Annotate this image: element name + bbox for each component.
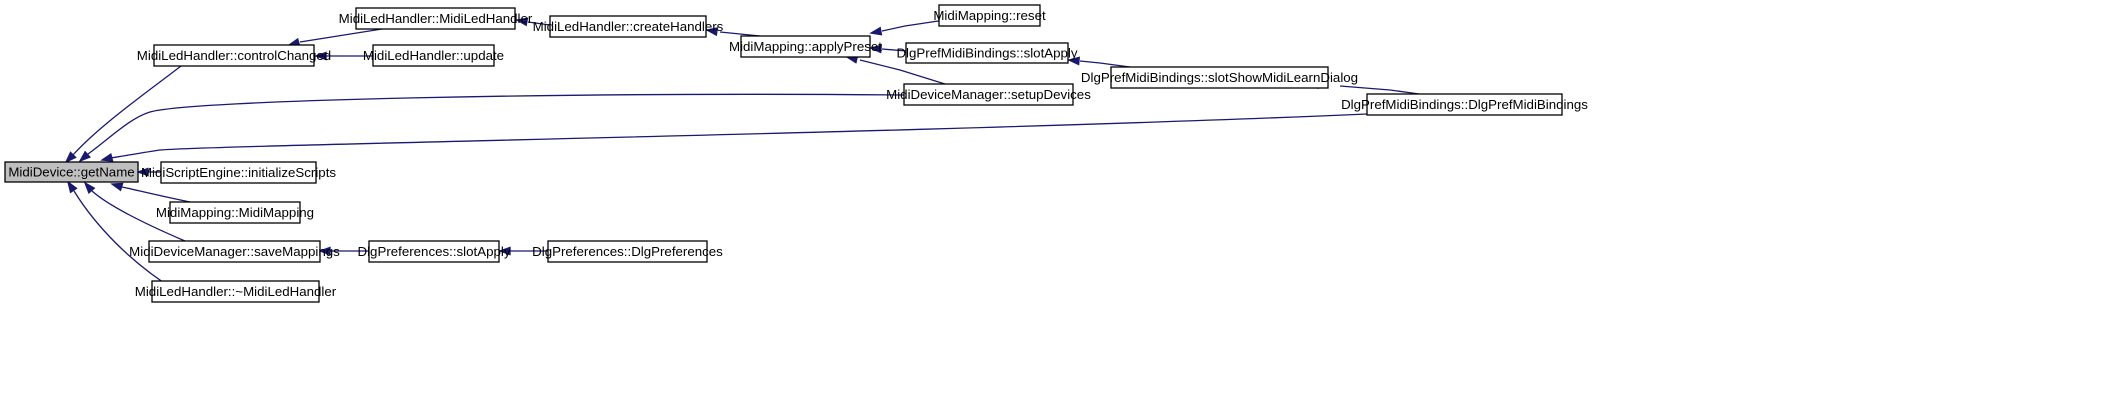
node-box [903,83,1074,106]
node-box [153,44,315,67]
edge-showlearn-to-bindings_slotapply [1067,56,1131,68]
node-label: MidiScriptEngine::initializeScripts [141,165,336,180]
node-box [905,42,1069,64]
node-box [4,161,139,183]
node-getname[interactable]: MidiDevice::getName [4,161,139,183]
node-box [160,161,317,184]
node-ledhandler-dtor[interactable]: MidiLedHandler::~MidiLedHandler [135,280,337,303]
node-label: MidiDeviceManager::setupDevices [886,87,1091,102]
arrowhead-icon [869,26,883,36]
node-label: MidiLedHandler::update [363,48,504,63]
node-box [1366,93,1563,116]
edge-update-to-controlchanged [314,51,373,61]
edge-createhandlers-to-ledhandler_ctor [515,17,551,27]
node-box [740,35,871,58]
edge-line [719,31,761,37]
node-label: DlgPreferences::DlgPreferences [532,244,723,259]
edge-line [87,93,905,155]
arrowhead-icon [83,181,96,194]
node-box [169,201,301,224]
node-box [148,240,321,263]
node-box [355,7,516,30]
arrowhead-icon [78,150,91,163]
node-ledhandler-ctor[interactable]: MidiLedHandler::MidiLedHandler [339,7,533,30]
arrowhead-icon [318,246,331,256]
edge-line [881,19,946,32]
node-label: DlgPrefMidiBindings::slotShowMidiLearnDi… [1081,70,1358,85]
arrowhead-icon [136,167,149,177]
node-update[interactable]: MidiLedHandler::update [363,44,504,67]
node-prefs-ctor[interactable]: DlgPreferences::DlgPreferences [532,240,723,263]
edge-line [121,186,191,203]
node-bindings-ctor[interactable]: DlgPrefMidiBindings::DlgPrefMidiBindings [1341,93,1588,116]
edge-line [1339,85,1420,95]
edge-applypreset-to-createhandlers [705,27,761,37]
node-prefs-slotapply[interactable]: DlgPreferences::slotApply [358,240,511,263]
node-box [1110,66,1329,89]
arrowhead-icon [515,17,529,27]
node-bindings-slotapply[interactable]: DlgPrefMidiBindings::slotApply [896,42,1078,64]
edge-line [881,48,907,52]
node-box [547,240,708,263]
edge-line [299,28,383,43]
node-label: MidiLedHandler::createHandlers [533,19,724,34]
node-controlchanged[interactable]: MidiLedHandler::controlChanged [137,44,331,67]
arrowhead-icon [110,182,124,192]
node-box [938,4,1041,27]
node-showlearn[interactable]: DlgPrefMidiBindings::slotShowMidiLearnDi… [1081,66,1358,89]
node-label: MidiMapping::applyPreset [729,39,882,54]
node-mapping-ctor[interactable]: MidiMapping::MidiMapping [156,201,314,224]
node-label: MidiMapping::reset [933,8,1046,23]
edge-reset-to-applypreset [869,19,946,36]
edge-bindings_ctor-to-getname [100,113,1368,162]
node-label: MidiLedHandler::~MidiLedHandler [135,284,337,299]
arrowhead-icon [1067,56,1081,66]
arrowhead-icon [100,153,114,162]
edge-line [527,21,551,26]
edge-setupdevices-to-getname [78,93,905,163]
edge-line [1079,60,1131,68]
arrowhead-icon [64,151,77,164]
edge-line [109,113,1368,159]
node-savemappings[interactable]: MidiDeviceManager::saveMappings [129,240,340,263]
edge-line [73,190,176,291]
arrowhead-icon [498,246,511,256]
node-box [151,280,320,303]
edge-line [72,65,182,156]
node-label: DlgPreferences::slotApply [358,244,511,259]
node-label: DlgPrefMidiBindings::DlgPrefMidiBindings [1341,97,1588,112]
node-initscripts[interactable]: MidiScriptEngine::initializeScripts [141,161,336,184]
node-box [372,44,495,67]
edge-ledhandler_ctor-to-controlchanged [287,28,383,47]
edge-prefs_ctor-to-prefs_slotapply [498,246,548,256]
node-setupdevices[interactable]: MidiDeviceManager::setupDevices [886,83,1091,106]
edge-bindings_slotapply-to-applypreset [869,44,907,54]
edge-savemappings-to-getname [83,181,186,242]
node-box [368,240,500,263]
arrowhead-icon [314,51,327,61]
edge-line [91,190,186,242]
node-createhandlers[interactable]: MidiLedHandler::createHandlers [533,15,724,38]
node-label: MidiMapping::MidiMapping [156,205,314,220]
arrowhead-icon [869,44,883,54]
node-box [549,15,707,38]
arrowhead-icon [705,27,719,37]
node-label: MidiLedHandler::controlChanged [137,48,331,63]
edge-prefs_slotapply-to-savemappings [318,246,369,256]
edge-ledhandler_dtor-to-getname [66,180,176,291]
node-label: DlgPrefMidiBindings::slotApply [896,46,1077,61]
arrowhead-icon [66,180,78,194]
edge-layer [64,17,1420,291]
edge-controlchanged-to-getname [64,65,182,164]
node-label: MidiLedHandler::MidiLedHandler [339,11,533,26]
edge-initscripts-to-getname [136,167,161,177]
node-label: MidiDevice::getName [8,165,134,180]
edge-mapping_ctor-to-getname [110,182,191,203]
node-applypreset[interactable]: MidiMapping::applyPreset [729,35,882,58]
node-label: MidiDeviceManager::saveMappings [129,244,340,259]
edge-line [859,59,946,85]
node-reset[interactable]: MidiMapping::reset [933,4,1046,27]
node-layer: MidiDevice::getName MidiLedHandler::contr… [4,4,1588,303]
